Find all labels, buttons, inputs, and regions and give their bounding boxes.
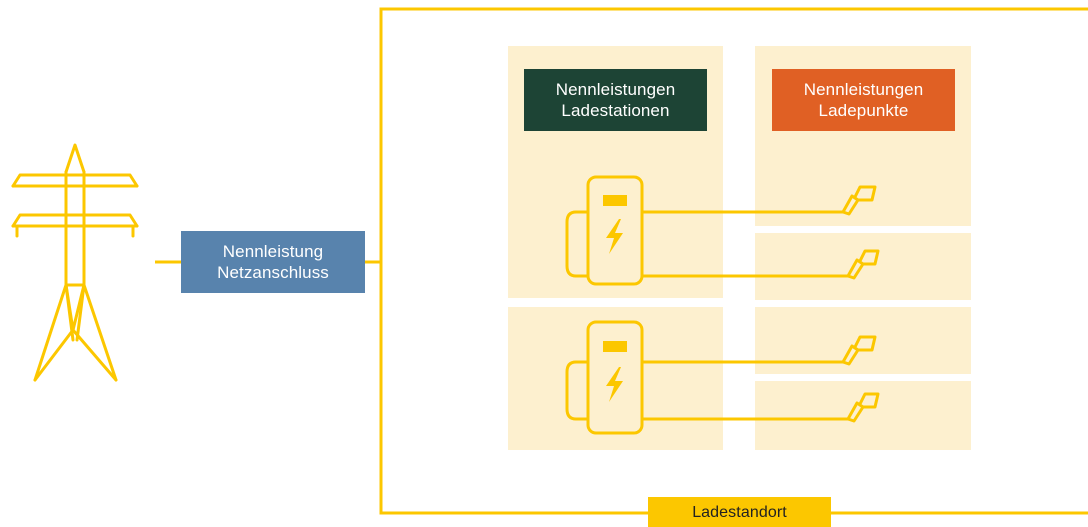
grid-connection-line1: Nennleistung: [222, 242, 324, 261]
charging-plug-icon: [846, 249, 880, 280]
stations-header-box: Nennleistungen Ladestationen: [524, 69, 707, 131]
grid-connection-line2: Netzanschluss: [217, 263, 329, 282]
site-label: Ladestandort: [692, 503, 787, 521]
points-header-line1: Nennleistungen: [803, 80, 924, 99]
charging-station-icon: [565, 175, 848, 286]
charging-plug-icon: [841, 185, 877, 216]
points-header-line2: Ladepunkte: [818, 101, 909, 120]
charging-station-icon: [565, 320, 848, 435]
points-panel-3: [755, 307, 971, 374]
stations-header-line1: Nennleistungen: [555, 80, 676, 99]
stations-header-line2: Ladestationen: [561, 101, 670, 120]
power-pylon-icon: [11, 143, 139, 382]
grid-connection-box: Nennleistung Netzanschluss: [181, 231, 365, 293]
points-header-box: Nennleistungen Ladepunkte: [772, 69, 955, 131]
site-label-box: Ladestandort: [648, 497, 831, 527]
site-boundary: [379, 7, 1088, 515]
points-panel-4: [755, 381, 971, 450]
charging-plug-icon: [841, 335, 877, 366]
charging-plug-icon: [846, 392, 880, 423]
